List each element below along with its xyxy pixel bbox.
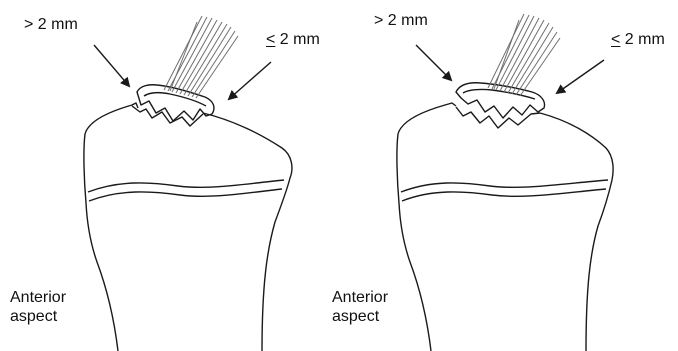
right-label-gt: > 2 mm [374, 12, 428, 30]
left-arrow-le [229, 62, 271, 99]
left-label-le-value: 2 mm [280, 31, 320, 48]
right-arrow-gt [416, 45, 451, 80]
left-anterior-line2: aspect [10, 307, 66, 326]
right-arrow-le [557, 60, 604, 93]
right-label-le: < 2 mm [611, 31, 665, 49]
right-articular-line [456, 107, 540, 128]
left-anterior-line1: Anterior [10, 288, 66, 307]
right-physis-lower [402, 189, 606, 201]
left-acl-fibers [164, 16, 238, 98]
right-physis-upper [401, 180, 608, 192]
right-bone-outline [397, 103, 613, 351]
left-bone-outline [84, 103, 292, 351]
right-acl-fibers [488, 14, 560, 96]
right-anterior-line1: Anterior [332, 288, 388, 307]
right-label-le-symbol: < [611, 31, 620, 48]
left-physis-lower [89, 189, 282, 201]
left-anterior-label: Anterior aspect [10, 288, 66, 326]
left-arrow-gt [94, 45, 129, 86]
right-fragment-inner [463, 89, 535, 99]
right-panel [397, 14, 613, 351]
left-panel [84, 16, 292, 351]
left-label-le: < 2 mm [266, 31, 320, 49]
right-anterior-line2: aspect [332, 307, 388, 326]
right-label-le-value: 2 mm [625, 31, 665, 48]
left-fragment [137, 85, 214, 121]
left-articular-line [132, 106, 203, 126]
right-anterior-label: Anterior aspect [332, 288, 388, 326]
left-physis-upper [88, 180, 284, 192]
left-label-le-symbol: < [266, 31, 275, 48]
left-label-gt: > 2 mm [24, 16, 78, 34]
